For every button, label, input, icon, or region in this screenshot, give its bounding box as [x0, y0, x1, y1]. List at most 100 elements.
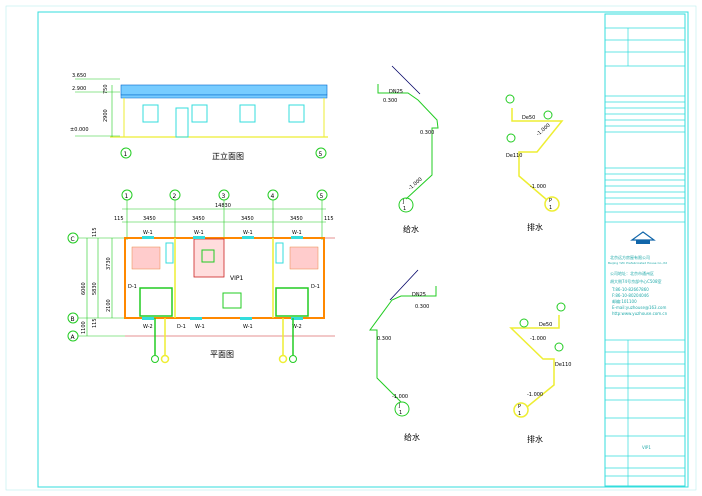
level-label: 0.300 — [383, 98, 397, 104]
pipe-label: De50 — [539, 322, 552, 328]
coffee-table — [201, 249, 215, 263]
axis-top-1: 1 — [125, 193, 129, 200]
window — [142, 104, 159, 123]
riser-label: J — [398, 403, 400, 409]
window-label: W-2 — [143, 324, 153, 330]
pipe-label: DN25 — [389, 89, 403, 95]
window — [239, 104, 256, 123]
floor-plan: 1 2 3 4 5 C B A 14830 115 3450 3450 3450… — [67, 189, 335, 364]
level-0: ±0.000 — [70, 127, 89, 133]
riser-label: P — [549, 198, 552, 204]
window-label: W-1 — [194, 230, 204, 236]
window — [191, 104, 208, 123]
window — [288, 104, 305, 123]
roof-panel — [120, 84, 328, 96]
level-label: 0.300 — [415, 304, 429, 310]
sofa-area — [193, 238, 225, 278]
wardrobe — [275, 242, 284, 264]
dim-bay: 3450 — [290, 216, 303, 222]
riser-label: 1 — [403, 206, 406, 212]
window-label: W-1 — [195, 324, 205, 330]
level-label: -1.000 — [392, 394, 408, 400]
email: E-mail:yuzhouse@163.com — [612, 305, 667, 310]
pipe-label: DN25 — [412, 292, 426, 298]
room-label: VIP1 — [230, 275, 243, 282]
bathroom — [275, 287, 309, 317]
dim-bay: 3450 — [143, 216, 156, 222]
drainage-diagram: P 1 De50 De110 -1.000 -1.000 排水 — [509, 302, 571, 444]
door-label: D-1 — [128, 284, 137, 290]
address: 胡大侧74号京部中心C508室 — [610, 278, 662, 284]
riser-label: 1 — [399, 410, 402, 416]
level-2900: 2.900 — [72, 86, 86, 92]
dim-edge: 115 — [114, 216, 124, 222]
window-label: W-1 — [243, 230, 253, 236]
plan-title: 平面图 — [210, 350, 234, 359]
door-label: D-1 — [177, 324, 186, 330]
bed — [289, 246, 319, 270]
dining-table — [222, 292, 242, 309]
axis-left-a: A — [71, 334, 76, 341]
riser-label: 1 — [549, 205, 552, 211]
axis-top-3: 3 — [222, 193, 226, 200]
level-label: 0.300 — [420, 130, 434, 136]
dim-2100: 2100 — [106, 299, 112, 312]
level-label: -1.000 — [530, 184, 546, 190]
axis-top-2: 2 — [173, 193, 177, 200]
dim-total: 14830 — [215, 203, 231, 209]
bathroom — [139, 287, 173, 317]
company-name: 北京远方房屋有限公司 — [610, 254, 650, 260]
address: 公司地址：北京市通州区 — [610, 270, 654, 276]
dim-3730: 3730 — [106, 257, 112, 270]
drainage-diagram: P 1 De50 De110 -1.000 -1.000 排水 — [505, 94, 564, 232]
fax: F:86-10-80204046 — [612, 293, 649, 298]
riser-label: P — [518, 404, 521, 410]
dim-6060: 6060 — [81, 282, 87, 295]
pipe-label: De50 — [522, 115, 535, 121]
axis-top-5: 5 — [320, 193, 324, 200]
elevation-title: 正立面图 — [212, 151, 244, 161]
level-label: -1.000 — [530, 336, 546, 342]
window-label: W-1 — [243, 324, 253, 330]
phone: T:86-10-82667860 — [611, 287, 649, 292]
title-block: 北京远方房屋有限公司 Beijing YZC Prefabricated Hou… — [604, 13, 686, 487]
pipe-label: De110 — [555, 362, 571, 368]
drain-title: 排水 — [527, 222, 543, 232]
window-label: W-1 — [143, 230, 153, 236]
riser-label: J — [402, 199, 404, 205]
axis-5: 5 — [319, 151, 323, 158]
drawing-number: VIP1 — [642, 445, 651, 450]
dim-1100: 1100 — [81, 321, 87, 334]
water-supply-diagram: J 1 DN25 0.300 0.300 -1.000 给水 — [369, 269, 437, 442]
dim-bay: 3450 — [192, 216, 205, 222]
supply-title: 给水 — [403, 224, 419, 234]
riser-label: 1 — [518, 411, 521, 417]
window-label: W-1 — [292, 230, 302, 236]
dim-750: 750 — [103, 84, 109, 94]
drawing-frame — [37, 11, 689, 488]
drain-title: 排水 — [527, 434, 543, 444]
door-label: D-1 — [311, 284, 320, 290]
dim-115: 115 — [92, 318, 98, 328]
exterior-wall — [124, 237, 325, 319]
supply-title: 给水 — [404, 432, 420, 442]
door — [175, 107, 189, 138]
postcode: 邮编:101100 — [612, 298, 637, 304]
wardrobe — [165, 242, 174, 264]
bed — [131, 246, 161, 270]
dim-edge: 115 — [324, 216, 334, 222]
axis-left-c: C — [71, 236, 75, 243]
window-label: W-2 — [292, 324, 302, 330]
pipe-label: De110 — [506, 153, 522, 159]
front-elevation: 3.650 2.900 ±0.000 750 2900 1 5 正立面图 — [70, 73, 328, 161]
axis-top-4: 4 — [271, 193, 275, 200]
level-3650: 3.650 — [72, 73, 86, 79]
dim-2900: 2900 — [103, 109, 109, 122]
dim-bay: 3450 — [241, 216, 254, 222]
axis-left-b: B — [71, 316, 75, 323]
axis-1: 1 — [124, 151, 128, 158]
dim-5830: 5830 — [92, 282, 98, 295]
sheet-border — [5, 5, 697, 491]
company-name-en: Beijing YZC Prefabricated House Co.,ltd — [608, 261, 667, 265]
